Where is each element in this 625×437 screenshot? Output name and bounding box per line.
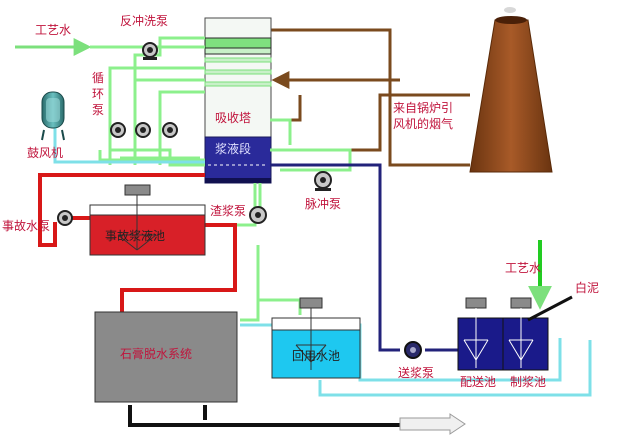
label-backwash-pump: 反冲洗泵 [120, 13, 168, 28]
pulse-pump [314, 171, 332, 191]
label-circulation-pump-2: 环 [92, 87, 104, 101]
backwash-pump [142, 42, 158, 60]
label-slurry-section: 浆液段 [215, 141, 251, 156]
label-emergency-pump: 事故水泵 [2, 218, 50, 233]
circulation-pump-2 [135, 122, 151, 138]
label-circulation-pump-3: 泵 [92, 103, 104, 117]
transfer-pump [404, 341, 422, 359]
gypsum-dewatering-box [94, 311, 238, 403]
flue-gas-lines [270, 28, 470, 167]
slag-pump [249, 206, 267, 224]
prep-tank [502, 297, 549, 371]
label-flue-gas-1: 来自锅炉引 [393, 100, 453, 115]
label-reuse-tank: 回用水池 [292, 349, 340, 363]
label-flue-gas-2: 风机的烟气 [393, 116, 453, 131]
label-pulse-pump: 脉冲泵 [305, 196, 341, 211]
emergency-pump [57, 210, 73, 226]
label-transfer-pump: 送浆泵 [398, 365, 434, 380]
label-emergency-tank: 事故浆液池 [105, 228, 165, 243]
absorption-tower [204, 17, 272, 184]
label-feed-tank: 配送池 [460, 374, 496, 389]
label-slag-pump: 渣浆泵 [210, 203, 246, 218]
circulation-pump-1 [110, 122, 126, 138]
label-blower: 鼓风机 [27, 146, 63, 160]
feed-tank [457, 297, 504, 371]
label-prep-tank: 制浆池 [510, 374, 546, 389]
label-gypsum-dewatering: 石膏脱水系统 [120, 346, 192, 361]
blower [41, 91, 65, 141]
label-circulation-pump-1: 循 [92, 71, 104, 85]
reuse-tank [271, 297, 361, 379]
label-process-water-top: 工艺水 [35, 23, 71, 37]
outflow-arrow [399, 413, 466, 435]
lime-mud-feed [527, 295, 573, 322]
label-absorption-tower: 吸收塔 [215, 111, 251, 125]
slurry-lines [98, 36, 352, 322]
gypsum-lines [128, 405, 400, 427]
chimney [469, 7, 553, 173]
transfer-line [270, 163, 458, 352]
label-lime-mud: 白泥 [575, 280, 599, 295]
emergency-tank [89, 184, 206, 256]
circulation-pump-3 [162, 122, 178, 138]
label-process-water-right: 工艺水 [505, 261, 541, 275]
